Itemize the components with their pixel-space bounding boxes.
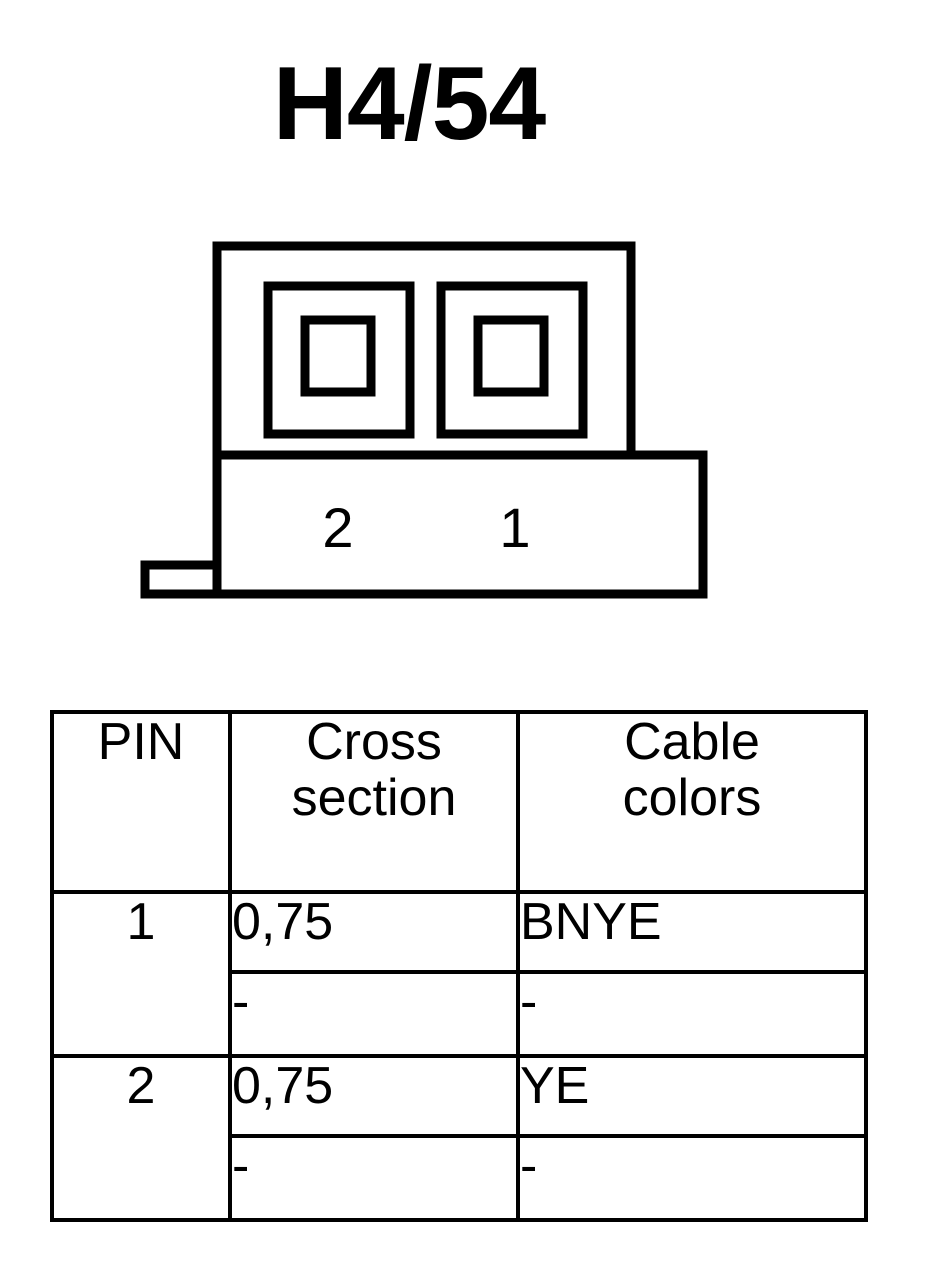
pin-cell-1: 1 xyxy=(50,890,232,1058)
connector-pin-label-2: 2 xyxy=(322,496,354,559)
cross-section-cell: 0,75 xyxy=(228,1054,520,1138)
cable-color-value: YE xyxy=(520,1057,590,1115)
cross-section-value: - xyxy=(232,1136,250,1195)
cross-section-value: 0,75 xyxy=(232,1057,334,1115)
connector-upper-housing xyxy=(212,241,636,455)
cable-color-cell: BNYE xyxy=(516,890,868,974)
cable-color-cell: - xyxy=(516,1133,868,1223)
cable-color-cell: YE xyxy=(516,1054,868,1138)
cross-section-cell: 0,75 xyxy=(228,890,520,974)
cavity-1-outer xyxy=(436,281,588,439)
page-title: H4/54 xyxy=(272,46,547,162)
cavity-2-inner xyxy=(300,315,376,397)
cross-section-cell: - xyxy=(228,969,520,1059)
cavity-1-inner xyxy=(473,315,549,397)
pin-cell-2: 2 xyxy=(50,1054,232,1222)
cable-color-value: - xyxy=(520,1136,538,1195)
cross-section-value: - xyxy=(232,972,250,1031)
connector-pin-label-1: 1 xyxy=(499,496,531,559)
table-row: - - xyxy=(52,969,868,1059)
header-cross-line1: Cross xyxy=(306,713,442,771)
table-row: - - xyxy=(52,1133,868,1223)
cavity-2-outer xyxy=(263,281,415,439)
header-cell-cable-colors: Cable colors xyxy=(516,710,868,894)
cable-color-value: BNYE xyxy=(520,893,662,951)
header-color-line1: Cable xyxy=(624,713,760,771)
cable-color-cell: - xyxy=(516,969,868,1059)
header-cell-cross-section: Cross section xyxy=(228,710,520,894)
pin-assignment-table: PIN Cross section Cable colors 1 0,75 BN… xyxy=(50,710,868,1223)
cross-section-value: 0,75 xyxy=(232,893,334,951)
pin-number: 2 xyxy=(126,1057,156,1115)
cable-color-value: - xyxy=(520,972,538,1031)
connector-latch-tab xyxy=(140,560,217,599)
table-row: 1 0,75 BNYE xyxy=(50,890,868,1058)
table-row: 2 0,75 YE xyxy=(50,1054,868,1222)
header-color-line2: colors xyxy=(622,769,762,828)
header-cell-pin: PIN xyxy=(50,710,232,894)
pin-number: 1 xyxy=(126,893,156,951)
cross-section-cell: - xyxy=(228,1133,520,1223)
header-cross-line2: section xyxy=(291,769,457,828)
header-pin-label: PIN xyxy=(97,713,185,771)
connector-lower-housing xyxy=(212,450,708,599)
table-header-row: PIN Cross section Cable colors xyxy=(50,710,868,894)
